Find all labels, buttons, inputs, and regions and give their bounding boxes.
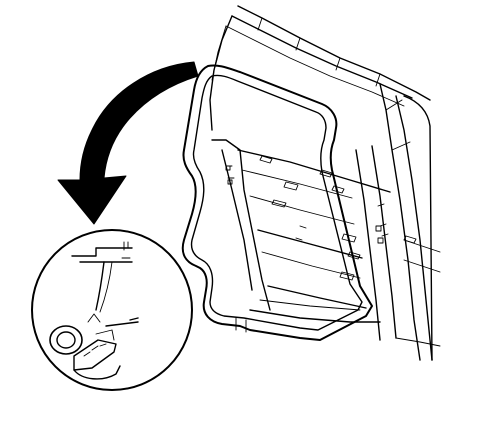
- vehicle-body: [209, 5, 441, 361]
- weatherstrip-seal: [181, 64, 373, 341]
- detail-callout-circle: [31, 229, 193, 391]
- curved-arrow-icon: [57, 61, 199, 225]
